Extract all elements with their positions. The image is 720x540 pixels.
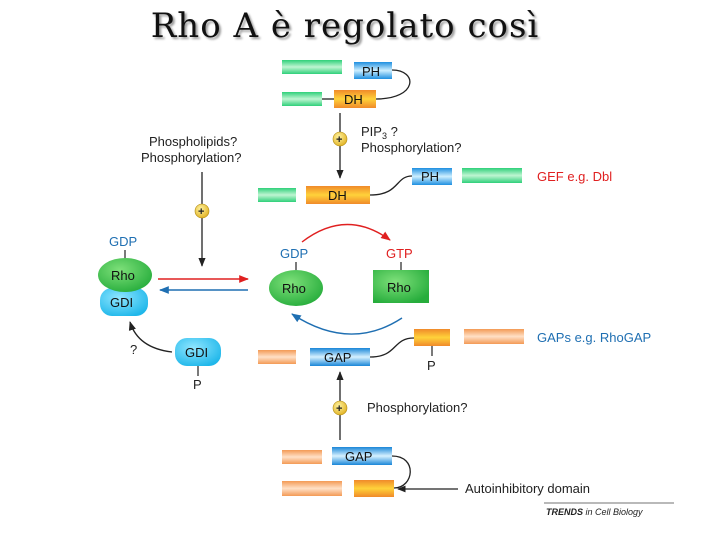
- rho-gtp: [373, 270, 429, 303]
- pip3-label: PIP3 ?: [361, 124, 398, 141]
- phospholipids-label: Phospholipids?: [149, 134, 237, 149]
- ph-domain-top-label: PH: [362, 64, 380, 79]
- ph-domain-mid-label: PH: [421, 169, 439, 184]
- gap-domain-bottom-label: GAP: [345, 449, 372, 464]
- phosphorylation-label-gef: Phosphorylation?: [361, 140, 461, 155]
- gap-p-label: P: [427, 358, 436, 373]
- credit-text: TRENDS in Cell Biology: [546, 507, 643, 517]
- plus-icon-gef-label: +: [336, 134, 342, 146]
- gap-domain-mid-label: GAP: [324, 350, 351, 365]
- gap-active-orange-right: [464, 329, 524, 344]
- gef-autoinhibited: PH DH: [282, 60, 411, 108]
- gaps-label: GAPs e.g. RhoGAP: [537, 330, 651, 345]
- dh-domain-top-label: DH: [344, 92, 363, 107]
- plus-icon-gef: [332, 131, 348, 147]
- gtp-center-label: GTP: [386, 246, 413, 261]
- gef-active-linker: [369, 175, 413, 196]
- rho-left-label: Rho: [111, 268, 135, 283]
- gap-active-autoinhibitory: [414, 329, 450, 346]
- gdi-free-label: GDI: [185, 345, 208, 360]
- dh-domain-mid: [306, 186, 370, 204]
- gef-active: DH PH GEF e.g. Dbl: [258, 168, 612, 204]
- gap-active-orange-left: [258, 350, 296, 364]
- dh-domain-top: [334, 90, 376, 108]
- gdi-p-label: P: [193, 377, 202, 392]
- gap-domain-mid: [310, 348, 370, 366]
- gap-active: GAP P GAPs e.g. RhoGAP: [258, 329, 651, 373]
- plus-icon-gdi: [194, 203, 210, 219]
- gef-active-green-left: [258, 188, 296, 202]
- autoinhibitory-label: Autoinhibitory domain: [465, 481, 590, 496]
- gdi-return-arrow: [128, 321, 173, 353]
- ph-domain-mid: [412, 168, 452, 185]
- autoinhibitory-domain: [354, 480, 394, 497]
- gef-activation: + PIP3 ? Phosphorylation?: [332, 113, 461, 179]
- ph-domain-top: [354, 62, 392, 79]
- gdi-left-label: GDI: [110, 295, 133, 310]
- activation-arc: [301, 223, 391, 243]
- gap-inhib-linker: [391, 455, 411, 489]
- rho-cycle: GDP Rho GTP Rho: [269, 223, 429, 335]
- gdi-release: Phospholipids? Phosphorylation? +: [141, 134, 241, 267]
- gap-inhib-orange-bottom: [282, 481, 342, 496]
- gdp-center-label: GDP: [280, 246, 308, 261]
- gdp-left-label: GDP: [109, 234, 137, 249]
- gef-segment-green-top: [282, 60, 342, 74]
- gdi-free: [175, 338, 221, 366]
- plus-icon-gdi-label: +: [198, 206, 204, 218]
- dh-domain-mid-label: DH: [328, 188, 347, 203]
- rho-gtp-label: Rho: [387, 280, 411, 295]
- gef-segment-green-lower: [282, 92, 322, 106]
- gap-domain-bottom: [332, 447, 392, 465]
- source-credit: TRENDS in Cell Biology: [544, 502, 674, 517]
- plus-icon-gap-label: +: [336, 403, 342, 415]
- free-gdi: ? GDI P: [128, 321, 221, 392]
- gdi-question-label: ?: [130, 342, 137, 357]
- gef-label: GEF e.g. Dbl: [537, 169, 612, 184]
- gap-activation: + Phosphorylation?: [332, 371, 467, 440]
- gdi-left: [100, 288, 148, 316]
- gef-linker-top: [375, 69, 411, 100]
- phosphorylation-label-left: Phosphorylation?: [141, 150, 241, 165]
- gap-active-linker: [369, 337, 415, 358]
- rho-gdi-complex: GDP GDI Rho: [98, 234, 152, 316]
- rho-gdp-label: Rho: [282, 281, 306, 296]
- gap-autoinhibited: GAP Autoinhibitory domain: [282, 447, 590, 497]
- gef-active-green-right: [462, 168, 522, 183]
- plus-icon-gap: [332, 400, 348, 416]
- rho-gdp: [269, 270, 323, 306]
- phosphorylation-label-gap: Phosphorylation?: [367, 400, 467, 415]
- rho-left: [98, 258, 152, 292]
- gap-inhib-orange-top: [282, 450, 322, 464]
- inactivation-arc: [291, 313, 403, 335]
- page-title: Rho A è regolato così: [150, 6, 540, 46]
